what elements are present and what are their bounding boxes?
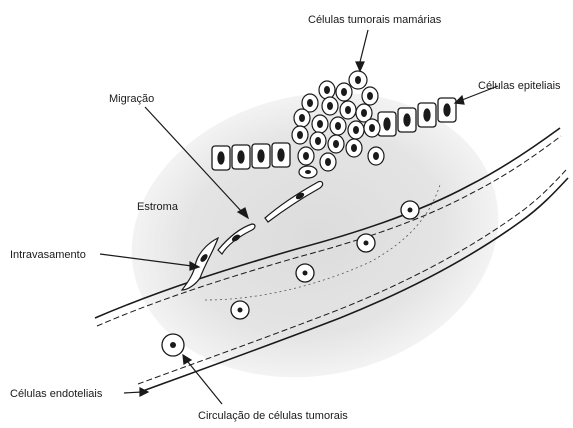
label-endothelial-cells: Células endoteliais	[10, 388, 103, 400]
stroma-region	[105, 60, 525, 411]
label-migration: Migração	[109, 93, 154, 105]
label-epithelial-cells: Células epiteliais	[478, 80, 561, 92]
label-circulation: Circulação de células tumorais	[198, 410, 348, 422]
label-intravasation: Intravasamento	[10, 249, 86, 261]
label-stroma: Estroma	[137, 201, 179, 213]
label-tumor-cells: Células tumorais mamárias	[308, 14, 442, 26]
